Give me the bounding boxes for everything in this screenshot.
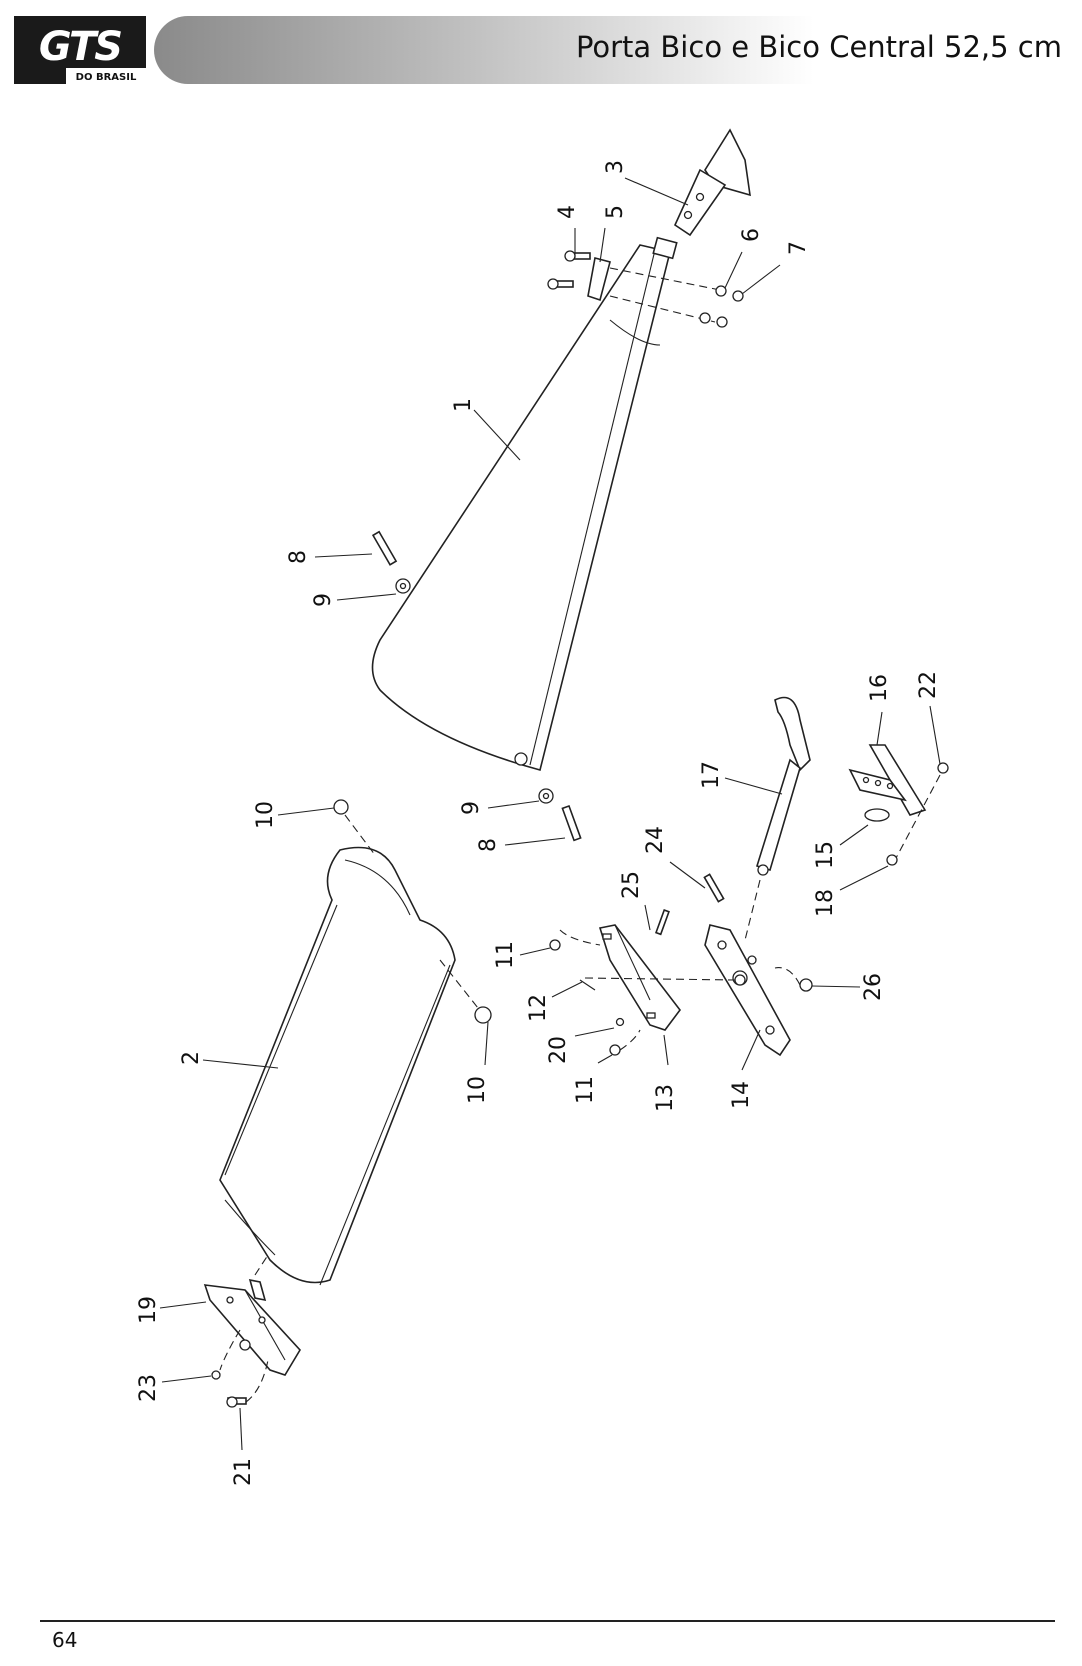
- label-14: 14: [729, 1081, 754, 1109]
- label-26: 26: [861, 973, 886, 1001]
- label-11-lower: 11: [573, 1076, 598, 1104]
- label-18: 18: [813, 889, 838, 917]
- label-7: 7: [786, 241, 811, 255]
- part-2-shield: [219, 846, 456, 1286]
- label-5: 5: [603, 205, 628, 219]
- bolt-8-washer-9-upper: [371, 530, 411, 594]
- label-13: 13: [653, 1084, 678, 1112]
- bushings-10: [333, 799, 492, 1024]
- bracket-13: [549, 909, 682, 1056]
- label-24: 24: [643, 826, 668, 854]
- bracket-19: [203, 1254, 301, 1408]
- label-9-upper: 9: [311, 593, 336, 607]
- label-11-upper: 11: [493, 941, 518, 969]
- logo-subtext: DO BRASIL: [76, 72, 137, 83]
- page-header: GTS DO BRASIL Porta Bico e Bico Central …: [0, 0, 1082, 92]
- top-hardware: [547, 250, 744, 328]
- label-16: 16: [867, 674, 892, 702]
- part-3-nozzle-tip: [673, 128, 751, 237]
- label-17: 17: [699, 761, 724, 789]
- label-15: 15: [813, 841, 838, 869]
- label-10-lower: 10: [465, 1076, 490, 1104]
- label-3: 3: [603, 160, 628, 174]
- label-8-lower: 8: [476, 838, 501, 852]
- footer-rule: [40, 1620, 1055, 1622]
- label-12: 12: [526, 994, 551, 1022]
- label-10-upper: 10: [253, 801, 278, 829]
- page-title: Porta Bico e Bico Central 52,5 cm: [575, 30, 1062, 64]
- bolt-8-washer-9-lower: [538, 788, 582, 842]
- nut-26: [774, 967, 813, 992]
- plate-14: [584, 924, 791, 1057]
- label-9-lower: 9: [459, 801, 484, 815]
- label-1: 1: [451, 398, 476, 412]
- gts-do-brasil-logo: GTS DO BRASIL: [14, 16, 146, 84]
- label-22: 22: [916, 671, 941, 699]
- leader-lines: [159, 177, 941, 1451]
- part-labels: 1 2 3 4 5 6 7 8 8 9 9 10 10 11 11 12 13 …: [136, 160, 941, 1486]
- label-21: 21: [231, 1458, 256, 1486]
- clamp-16: [848, 744, 949, 866]
- label-23: 23: [136, 1374, 161, 1402]
- label-2: 2: [179, 1051, 204, 1065]
- logo-text: GTS: [39, 24, 121, 70]
- label-25: 25: [619, 871, 644, 899]
- header-banner: [154, 16, 814, 84]
- exploded-parts-diagram: 1 2 3 4 5 6 7 8 8 9 9 10 10 11 11 12 13 …: [136, 128, 949, 1486]
- label-8-upper: 8: [286, 550, 311, 564]
- page-number: 64: [52, 1628, 78, 1652]
- label-6: 6: [739, 228, 764, 242]
- label-20: 20: [546, 1036, 571, 1064]
- label-19: 19: [136, 1296, 161, 1324]
- handle-17: [703, 696, 811, 941]
- part-1-cone-body: [371, 236, 678, 771]
- label-4: 4: [555, 205, 580, 219]
